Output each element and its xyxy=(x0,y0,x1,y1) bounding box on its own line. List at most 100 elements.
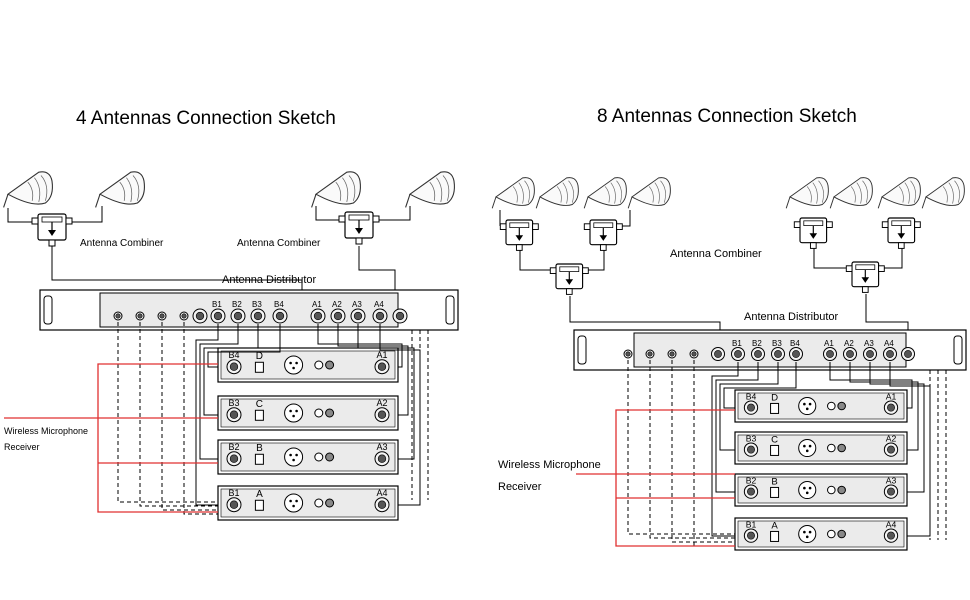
volume-knob xyxy=(325,360,335,370)
antenna-rib xyxy=(40,175,48,201)
bnc-port xyxy=(330,308,346,324)
port-core xyxy=(714,350,722,358)
port-core xyxy=(233,311,243,321)
antenna-icon xyxy=(311,171,361,208)
receiver-input-b: B3 xyxy=(746,434,757,444)
xlr-pin xyxy=(289,453,292,457)
receiver-panel xyxy=(737,476,905,504)
combiner-arrowhead xyxy=(48,230,56,236)
xlr-ring xyxy=(284,403,304,423)
antenna-mast xyxy=(627,196,633,209)
xlr-ring xyxy=(284,355,304,375)
port-core xyxy=(887,403,895,412)
bnc-port xyxy=(883,400,899,415)
antenna-rib xyxy=(348,175,356,201)
bnc-port xyxy=(372,308,388,324)
antenna-rib xyxy=(954,180,960,203)
port-core xyxy=(826,350,834,358)
line-out-jack xyxy=(827,443,836,453)
combiner-port-right xyxy=(616,223,623,230)
combiner-port-out xyxy=(48,239,56,247)
port-core xyxy=(669,351,675,357)
volume-knob xyxy=(325,408,335,418)
dist-port-b-label: B2 xyxy=(232,300,242,309)
receiver-input-b: B4 xyxy=(746,392,757,402)
port-core xyxy=(313,311,323,321)
wire xyxy=(627,360,735,535)
port-core xyxy=(774,350,782,358)
antenna-icon xyxy=(535,177,579,209)
port-core xyxy=(887,531,895,540)
port-core xyxy=(747,531,755,540)
receiver-panel xyxy=(220,398,396,428)
xlr-pin xyxy=(805,449,809,453)
antenna-mast xyxy=(405,194,411,208)
line-out-jack xyxy=(314,360,324,370)
antenna-icon xyxy=(627,177,671,209)
antenna-rib xyxy=(442,175,450,201)
line-out-jack xyxy=(827,529,836,539)
antenna-icon xyxy=(877,177,921,209)
port-core xyxy=(625,351,631,357)
receiver-panel xyxy=(737,434,905,462)
wire xyxy=(711,362,739,537)
bnc-port xyxy=(883,442,899,457)
combiner-port-left xyxy=(499,223,507,230)
antenna-shell xyxy=(314,171,361,205)
wire xyxy=(884,248,903,269)
port-core xyxy=(887,445,895,454)
dist-port-b-label: B1 xyxy=(212,300,222,309)
xlr-pin xyxy=(805,491,809,495)
antenna-mast xyxy=(535,196,541,209)
line-out-jack xyxy=(827,485,836,495)
receiver-label: Receiver xyxy=(4,442,40,452)
receiver-input-a: A1 xyxy=(886,392,897,402)
antenna-shell xyxy=(539,177,579,206)
xlr-pin xyxy=(808,486,812,490)
port-core xyxy=(395,311,405,321)
bnc-port xyxy=(230,308,246,324)
xlr-pin xyxy=(803,402,806,406)
combiner-icon xyxy=(881,217,921,249)
antenna-rib xyxy=(604,186,610,203)
antenna-shell xyxy=(6,171,53,205)
antenna-shell xyxy=(495,177,535,206)
xlr-ring xyxy=(798,396,817,416)
xlr-pin xyxy=(295,361,298,365)
bnc-port xyxy=(743,484,759,499)
bnc-port xyxy=(374,407,390,423)
receiver-letter: B xyxy=(256,443,263,454)
port-core xyxy=(377,454,387,463)
wire xyxy=(849,362,919,451)
combiner-port-left xyxy=(549,267,557,274)
volume-knob xyxy=(837,529,846,539)
wire xyxy=(203,324,259,416)
combiner-icon xyxy=(499,219,539,251)
xlr-pin xyxy=(289,499,292,503)
antenna-mast xyxy=(785,196,791,209)
xlr-connector-icon xyxy=(798,396,817,416)
wire xyxy=(139,322,218,507)
antenna-mast xyxy=(95,194,101,208)
port-core xyxy=(904,350,912,358)
dist-port-b-label: B3 xyxy=(772,339,782,348)
bnc-port xyxy=(226,497,242,513)
port-core xyxy=(159,313,165,319)
antenna-mast xyxy=(877,196,883,209)
xlr-pin xyxy=(292,458,295,462)
xlr-ring xyxy=(284,493,304,513)
port-core xyxy=(213,311,223,321)
dist-port-b-label: B4 xyxy=(274,300,284,309)
antenna-mast xyxy=(829,196,835,209)
receiver-panel xyxy=(220,442,396,472)
receiver-panel xyxy=(220,488,396,518)
antenna-mast xyxy=(311,194,317,208)
antenna-rib xyxy=(568,180,574,203)
bnc-port xyxy=(751,347,765,361)
antenna-rib xyxy=(648,186,654,203)
bnc-port xyxy=(823,347,837,361)
wire xyxy=(622,210,631,227)
receiver-switch xyxy=(770,530,780,542)
